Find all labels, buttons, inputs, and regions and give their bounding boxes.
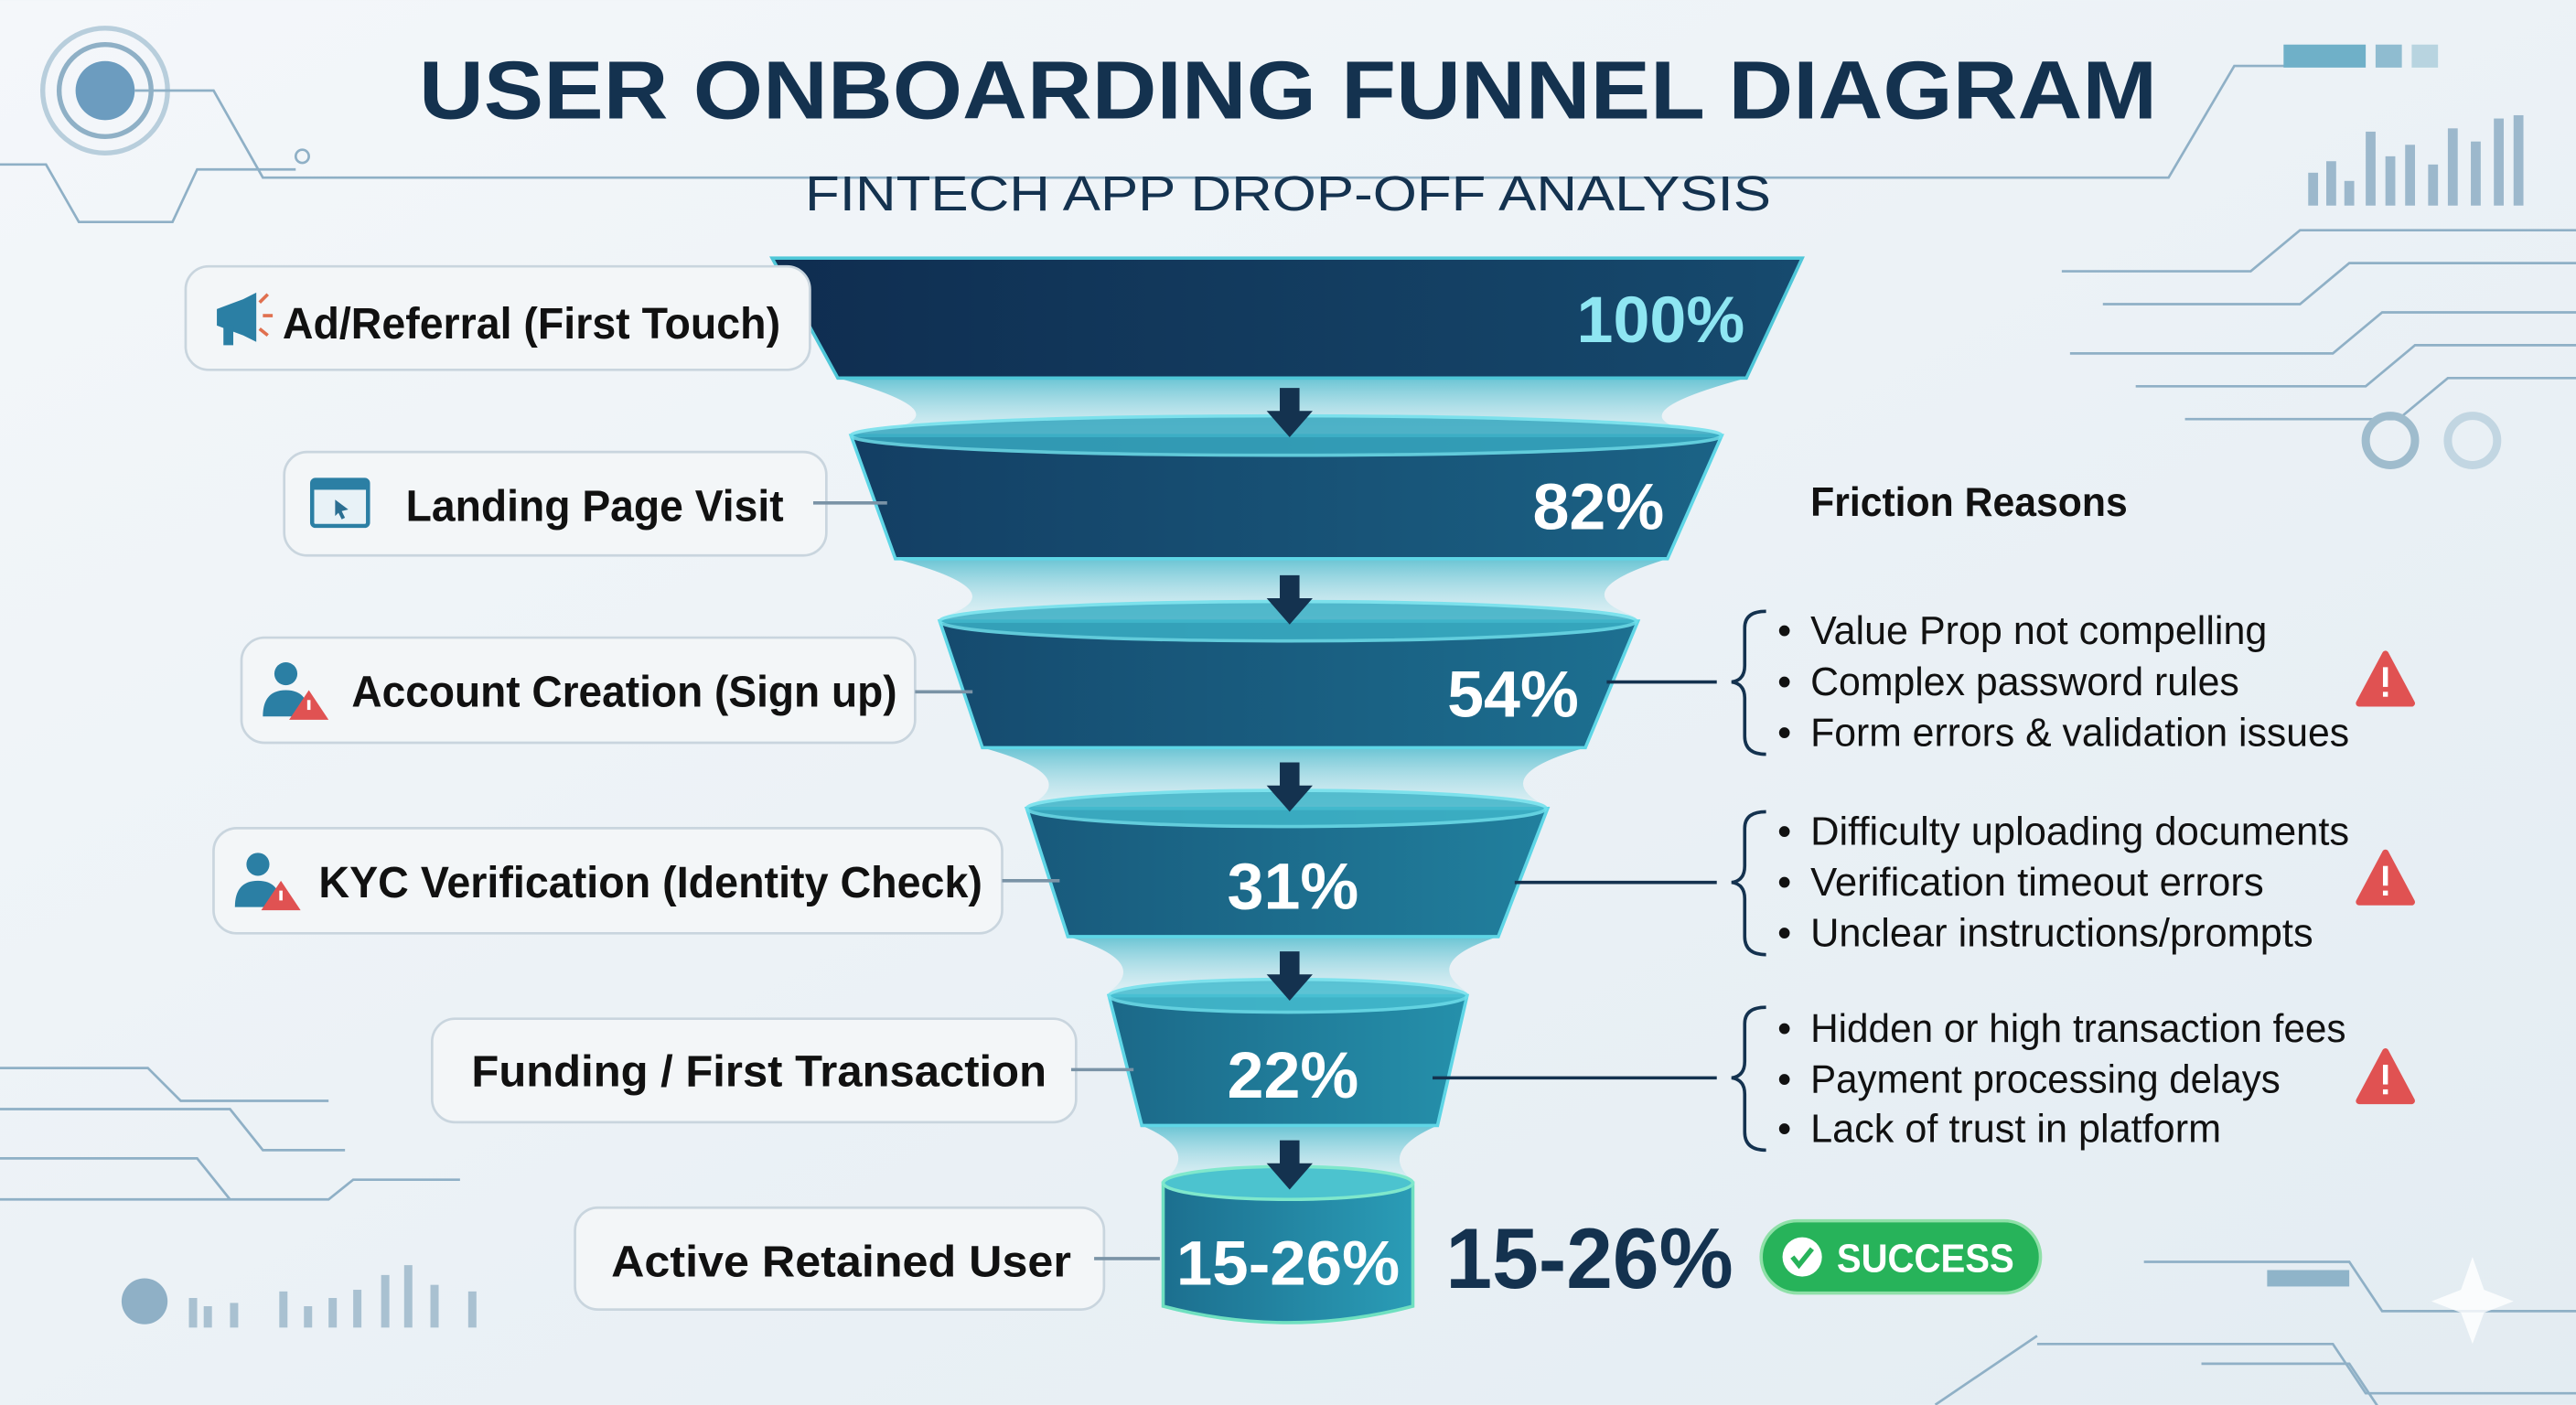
bullet: •: [1777, 1007, 1791, 1051]
funnel-stage-4: [1024, 788, 1551, 938]
stage-label-4: KYC Verification (Identity Check): [212, 827, 1004, 935]
bullet: •: [1777, 712, 1791, 756]
friction-item: Difficulty uploading documents: [1810, 810, 2349, 853]
page-subtitle: FINTECH APP DROP-OFF ANALYSIS: [805, 166, 1771, 221]
friction-item: Unclear instructions/prompts: [1810, 912, 2313, 956]
success-badge: SUCCESS: [1759, 1218, 2043, 1295]
stage-label-1: Ad/Referral (First Touch): [184, 264, 811, 371]
megaphone-icon: [217, 292, 274, 346]
funnel-stage-6-cylinder: [1161, 1164, 1415, 1325]
bullet: •: [1777, 810, 1791, 853]
down-arrow-icon: [1266, 388, 1313, 437]
bullet: •: [1777, 1107, 1791, 1151]
friction-heading: Friction Reasons: [1810, 478, 2128, 525]
stage-4-label: KYC Verification (Identity Check): [318, 858, 982, 907]
stage-1-percent: 100%: [1577, 284, 1745, 357]
friction-group-1: • Value Prop not compelling • Complex pass…: [1606, 609, 2415, 756]
down-arrow-icon: [1266, 762, 1313, 812]
down-arrow-icon: [1266, 1140, 1313, 1190]
stage-5-percent: 22%: [1228, 1039, 1359, 1112]
friction-item: Hidden or high transaction fees: [1810, 1007, 2345, 1051]
friction-item: Lack of trust in platform: [1810, 1107, 2221, 1151]
page-title: USER ONBOARDING FUNNEL DIAGRAM: [419, 46, 2157, 137]
funnel-stage-1: [769, 256, 1805, 381]
stage-3-label: Account Creation (Sign up): [351, 667, 896, 716]
friction-group-2: • Difficulty uploading documents • Verific…: [1514, 810, 2415, 957]
circuit-decoration-top-left: [0, 26, 2350, 224]
stage-5-label: Funding / First Transaction: [471, 1046, 1046, 1096]
bullet: •: [1777, 660, 1791, 704]
funnel-stage-2: [848, 413, 1724, 561]
bullet: •: [1777, 912, 1791, 956]
stage-label-2: Landing Page Visit: [283, 450, 828, 557]
friction-item: Form errors & validation issues: [1810, 712, 2349, 756]
retention-value: 15-26%: [1445, 1210, 1733, 1306]
brace: [1731, 810, 1766, 957]
warning-triangle-icon: [2356, 650, 2415, 707]
friction-item: Payment processing delays: [1810, 1058, 2281, 1102]
flow-arrows: [1266, 388, 1313, 1190]
stage-2-percent: 82%: [1532, 471, 1664, 544]
friction-item: Verification timeout errors: [1810, 861, 2264, 905]
circuit-decoration-bottom-left: [0, 1067, 477, 1328]
stage-label-6: Active Retained User: [574, 1206, 1106, 1311]
success-badge-label: SUCCESS: [1837, 1237, 2014, 1281]
stage-label-3: Account Creation (Sign up): [240, 636, 917, 745]
bullet: •: [1777, 861, 1791, 905]
user-warning-icon: [263, 662, 329, 720]
friction-item: Complex password rules: [1810, 660, 2239, 704]
circuit-decoration-top-right: [2061, 44, 2576, 469]
stage-2-label: Landing Page Visit: [406, 482, 784, 531]
browser-window-icon: [309, 477, 370, 529]
stage-1-label: Ad/Referral (First Touch): [283, 299, 780, 349]
down-arrow-icon: [1266, 574, 1313, 625]
brace: [1731, 1005, 1766, 1153]
down-arrow-icon: [1266, 951, 1313, 1001]
user-warning-icon: [234, 853, 301, 911]
warning-triangle-icon: [2356, 849, 2415, 906]
bullet: •: [1777, 609, 1791, 653]
funnel-stage-5: [1106, 977, 1470, 1128]
stage-label-5: Funding / First Transaction: [430, 1017, 1078, 1124]
bullet: •: [1777, 1058, 1791, 1102]
friction-item: Value Prop not compelling: [1810, 609, 2267, 653]
stage-4-percent: 31%: [1228, 850, 1359, 923]
stage-6-percent: 15-26%: [1176, 1229, 1400, 1299]
warning-triangle-icon: [2356, 1048, 2415, 1105]
brace: [1731, 609, 1766, 756]
circuit-decoration-bottom-right: [1934, 1257, 2576, 1405]
friction-group-3: • Hidden or high transaction fees • Paymen…: [1433, 1005, 2415, 1153]
stage-6-label: Active Retained User: [611, 1238, 1071, 1287]
stage-3-percent: 54%: [1447, 658, 1579, 731]
check-circle-icon: [1782, 1237, 1822, 1277]
